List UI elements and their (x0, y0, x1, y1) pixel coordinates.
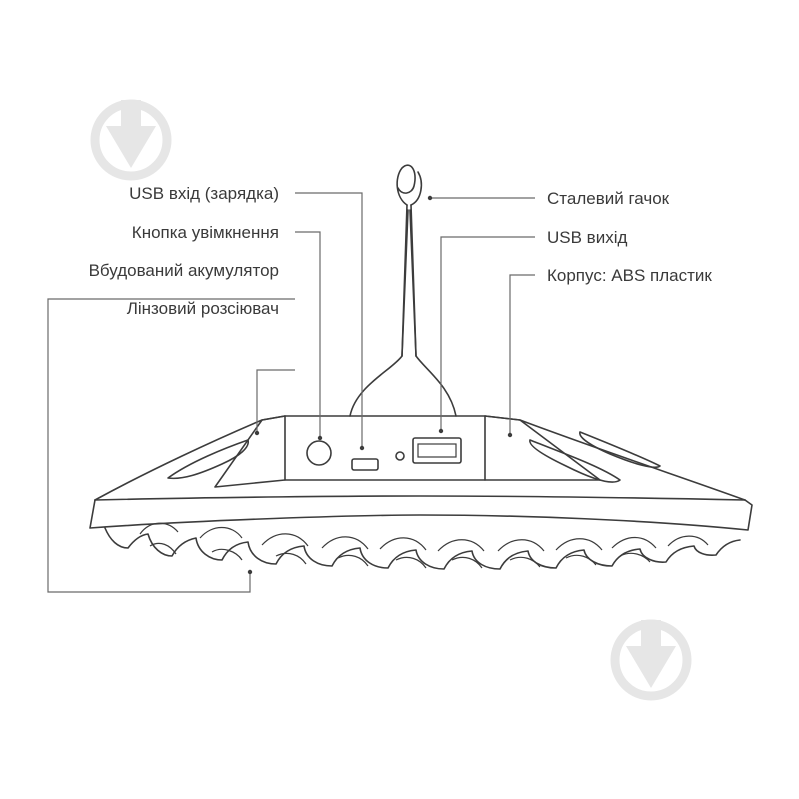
leader-lines (47, 192, 535, 593)
label-usb-input: USB вхід (зарядка) (129, 184, 279, 203)
watermark-icon-bottom (610, 619, 692, 701)
watermark-icon-top (90, 99, 172, 181)
lamp-body-drawing (89, 415, 753, 531)
label-power-button: Кнопка увімкнення (132, 223, 279, 242)
label-housing: Корпус: ABS пластик (547, 266, 712, 285)
lens-diffuser-drawing (104, 522, 741, 570)
label-usb-output: USB вихід (547, 228, 627, 247)
label-lens-diffuser: Лінзовий розсіювач (127, 299, 279, 318)
label-steel-hook: Сталевий гачок (547, 189, 670, 208)
steel-hook-drawing (349, 164, 457, 417)
label-battery: Вбудований акумулятор (89, 261, 279, 280)
